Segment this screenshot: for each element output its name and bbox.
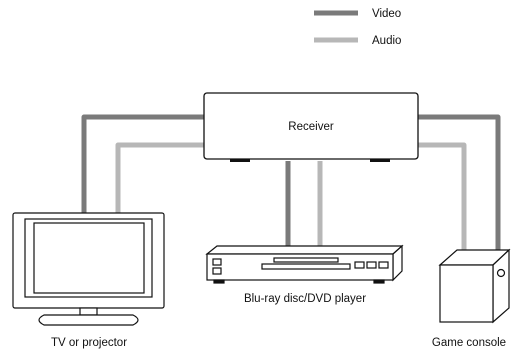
player-label: Blu-ray disc/DVD player	[244, 293, 366, 305]
player-button-1	[354, 261, 365, 269]
cables	[81, 114, 501, 258]
receiver-foot-right	[370, 159, 390, 162]
tv-base	[38, 314, 139, 326]
receiver-foot-left	[230, 159, 250, 162]
player-foot-right	[373, 279, 385, 284]
receiver-label: Receiver	[288, 121, 334, 133]
console-label: Game console	[432, 337, 506, 349]
receiver: Receiver	[203, 92, 419, 162]
tv	[12, 212, 165, 326]
video-cable-console	[418, 114, 501, 258]
player-disc-tray	[261, 263, 351, 270]
player-button-2	[366, 261, 377, 269]
player-button-small	[212, 267, 222, 275]
player-button-3	[378, 261, 389, 269]
console-front	[439, 264, 494, 323]
tv-label: TV or projector	[51, 337, 127, 349]
player-foot-left	[213, 279, 225, 284]
player-disc-slot	[273, 257, 339, 263]
legend-video-label: Video	[372, 8, 401, 20]
tv-neck	[79, 307, 98, 316]
receiver-box	[203, 92, 419, 160]
legend-audio-label: Audio	[372, 35, 401, 47]
disc-player	[205, 244, 404, 284]
tv-screen	[33, 222, 145, 294]
legend: Video Audio	[314, 8, 401, 47]
video-cable-tv	[81, 114, 204, 214]
player-top-panel	[205, 245, 404, 255]
player-display	[212, 258, 222, 266]
audio-cable-console	[418, 142, 467, 258]
console-button	[496, 268, 506, 278]
audio-cable-tv	[115, 142, 204, 214]
game-console	[438, 248, 511, 324]
